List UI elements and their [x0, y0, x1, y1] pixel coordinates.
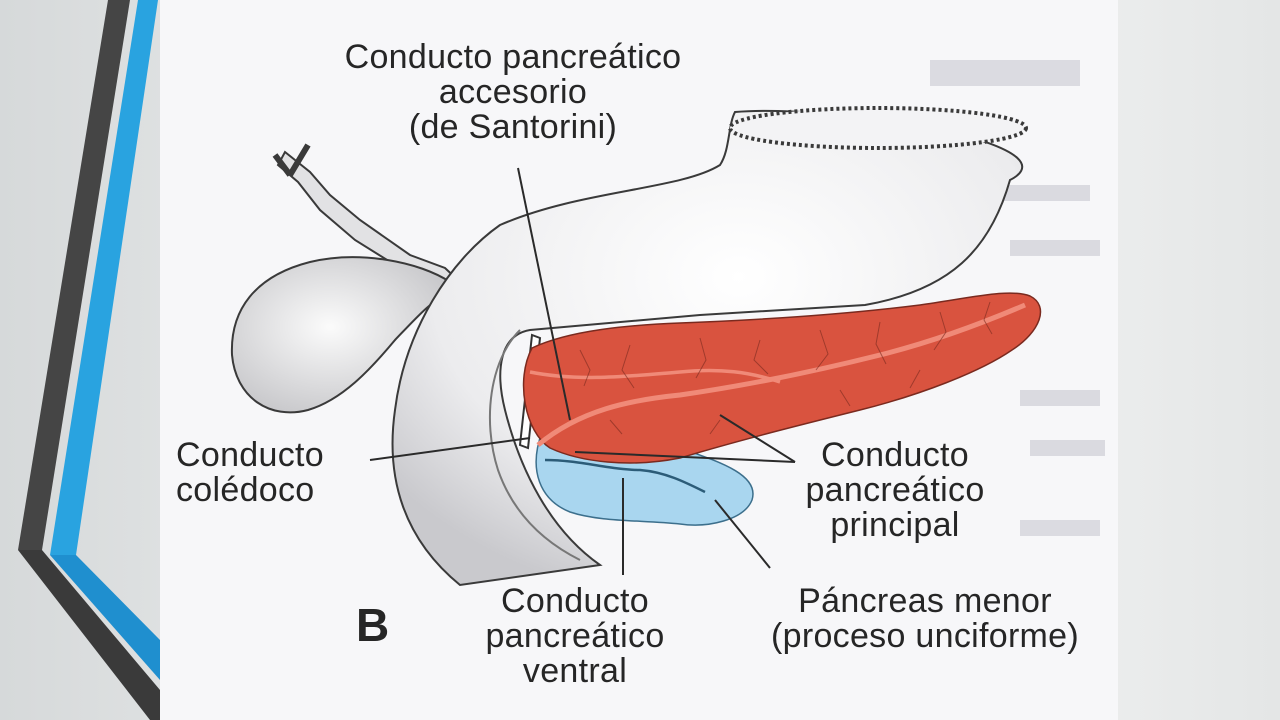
decoration-blue-lower — [50, 555, 160, 680]
ventral-duct — [544, 458, 706, 494]
label-ventral-line-3: ventral — [522, 652, 628, 690]
label-bile-line-1: Conducto — [176, 436, 324, 474]
anatomy-figure: Conducto pancreático accesorio (de Santo… — [160, 0, 1118, 720]
label-uncinate-line-2: (proceso unciforme) — [770, 617, 1080, 655]
label-ventral-line-1: Conducto — [501, 582, 649, 620]
hepatic-duct-fork — [272, 143, 311, 177]
label-main-duct: Conducto pancreático principal — [780, 438, 1010, 543]
slide-decoration — [18, 0, 160, 720]
label-ventral-line-2: pancreático — [485, 617, 665, 655]
decoration-dark-lower — [18, 550, 160, 720]
label-accessory-line-3: (de Santorini) — [408, 108, 618, 146]
accessory-pancreatic-duct — [529, 368, 781, 384]
leader-uncinate — [714, 499, 771, 569]
background-text-ghost — [930, 60, 1105, 536]
label-accessory-duct: Conducto pancreático accesorio (de Santo… — [278, 40, 748, 145]
stomach-duodenum — [391, 109, 1024, 587]
anatomy-drawing — [230, 60, 1105, 587]
label-main-line-2: pancreático — [805, 471, 985, 509]
leader-main-duct-1 — [574, 451, 796, 463]
label-main-line-3: principal — [830, 506, 960, 544]
label-uncinate-process: Páncreas menor (proceso unciforme) — [750, 584, 1100, 654]
label-main-line-1: Conducto — [821, 436, 969, 474]
leader-accessory-duct — [517, 167, 571, 421]
label-ventral-duct: Conducto pancreático ventral — [460, 584, 690, 689]
label-uncinate-line-1: Páncreas menor — [798, 582, 1052, 620]
leader-lines — [369, 167, 796, 575]
label-accessory-line-1: Conducto pancreático — [344, 38, 682, 76]
leader-main-duct-2 — [719, 414, 796, 463]
decoration-dark-strip — [18, 0, 130, 550]
leader-common-bile-duct — [369, 437, 531, 461]
label-bile-line-2: colédoco — [176, 471, 315, 509]
stomach-opening — [728, 106, 1028, 150]
label-common-bile-duct: Conducto colédoco — [176, 438, 324, 508]
label-accessory-line-2: accesorio — [438, 73, 588, 111]
panel-letter: B — [356, 599, 390, 651]
decoration-blue-strip — [50, 0, 158, 555]
gallbladder — [230, 256, 451, 414]
main-pancreatic-duct — [536, 302, 1026, 447]
pancreas-texture — [579, 301, 993, 435]
duodenum-inner-curve — [488, 329, 581, 561]
